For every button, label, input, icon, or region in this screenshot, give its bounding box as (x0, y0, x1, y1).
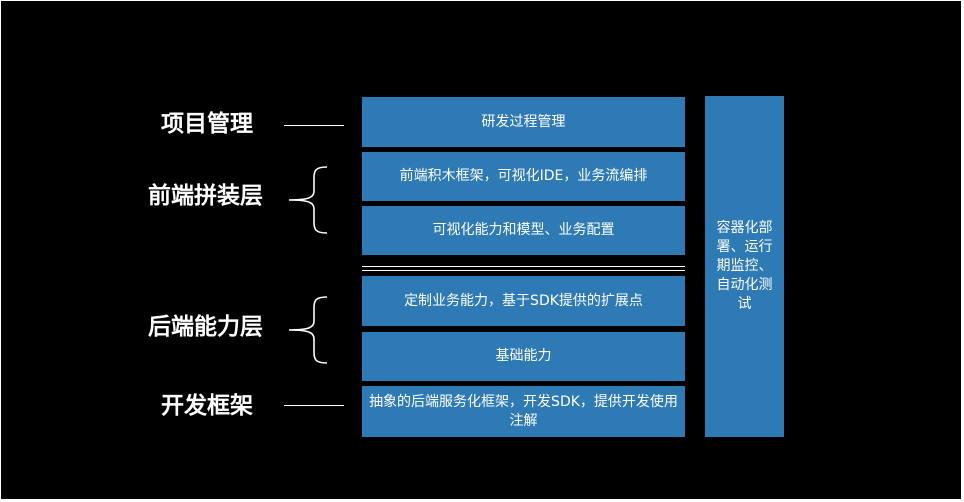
box-frontend-framework: 前端积木框架，可视化IDE，业务流编排 (362, 152, 685, 201)
layer-divider-bottom (362, 270, 685, 271)
label-project-management: 项目管理 (161, 110, 253, 137)
box-custom-business-capability: 定制业务能力，基于SDK提供的扩展点 (362, 276, 685, 326)
connector-line-project (284, 125, 344, 126)
box-rd-process-management: 研发过程管理 (362, 97, 685, 147)
box-backend-service-framework: 抽象的后端服务化框架，开发SDK，提供开发使用注解 (362, 386, 685, 437)
brace-backend (288, 296, 328, 364)
brace-frontend (288, 166, 328, 234)
label-backend-layer: 后端能力层 (148, 313, 263, 340)
box-visual-capability: 可视化能力和模型、业务配置 (362, 206, 685, 255)
layer-divider-top (362, 266, 685, 267)
side-box-ops: 容器化部署、运行期监控、自动化测试 (705, 96, 784, 437)
side-box-text: 容器化部署、运行期监控、自动化测试 (716, 220, 773, 312)
box-basic-capability: 基础能力 (362, 332, 685, 381)
label-frontend-layer: 前端拼装层 (148, 182, 263, 209)
connector-line-framework (284, 405, 344, 406)
label-dev-framework: 开发框架 (161, 392, 253, 419)
